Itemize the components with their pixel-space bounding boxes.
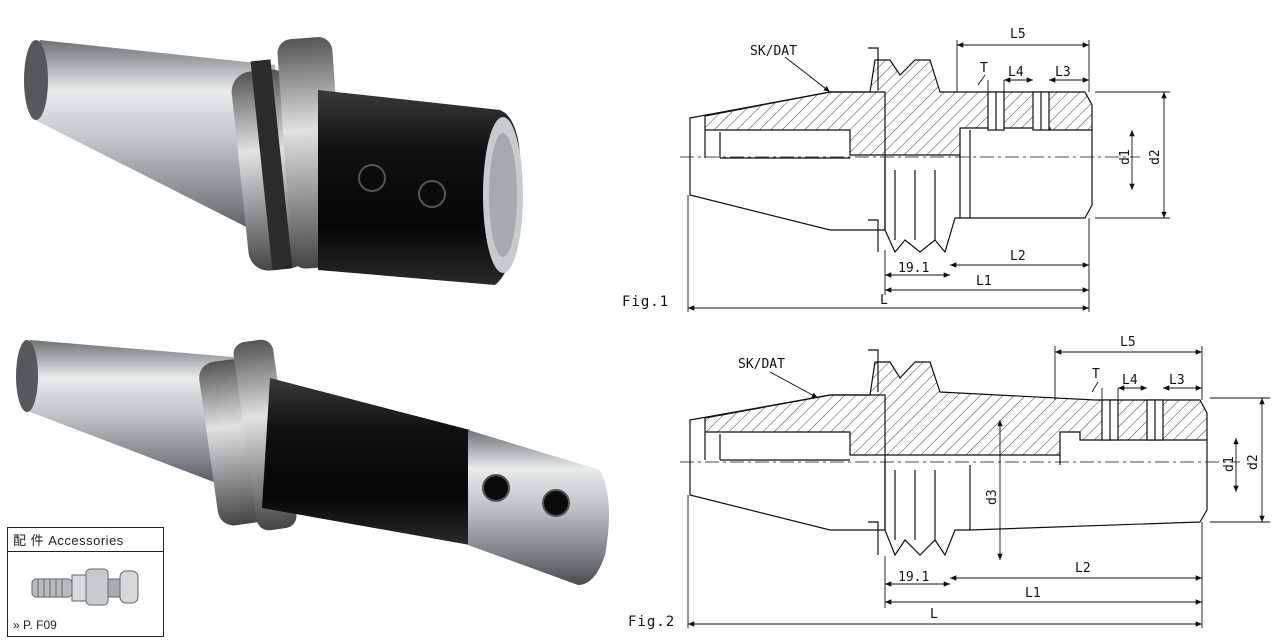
fig2-dim-L5: L5 bbox=[1120, 335, 1136, 350]
figure-2 bbox=[680, 349, 1240, 557]
fig1-dim-L2: L2 bbox=[1010, 249, 1026, 264]
accessories-box: 配 件 Accessories » P. F09 bbox=[7, 527, 164, 637]
figure-1 bbox=[680, 47, 1140, 254]
fig1-dim-L3: L3 bbox=[1055, 65, 1071, 80]
accessories-ref: » P. F09 bbox=[13, 618, 57, 632]
holder-fig2-icon bbox=[16, 339, 609, 585]
fig2-dim-d2: d2 bbox=[1246, 454, 1261, 470]
fig2-dim-L3: L3 bbox=[1169, 373, 1185, 388]
fig2-taper-label: SK/DAT bbox=[738, 357, 785, 372]
fig1-dim-T: T bbox=[980, 61, 988, 76]
fig1-taper-label: SK/DAT bbox=[750, 44, 797, 59]
fig1-dim-L5: L5 bbox=[1010, 27, 1026, 42]
fig1-label: Fig.1 bbox=[622, 294, 670, 310]
fig2-dim-L2: L2 bbox=[1075, 561, 1091, 576]
fig2-label: Fig.2 bbox=[628, 614, 676, 630]
fig1-dim-L4: L4 bbox=[1008, 65, 1024, 80]
holder-fig1-icon bbox=[24, 37, 523, 285]
accessories-title: 配 件 Accessories bbox=[8, 528, 163, 552]
product-photos bbox=[16, 37, 609, 585]
pull-stud-icon bbox=[31, 568, 139, 606]
fig2-dim-d1: d1 bbox=[1222, 456, 1237, 472]
fig2-dim-L1: L1 bbox=[1025, 586, 1041, 601]
fig2-dim-L: L bbox=[930, 607, 938, 622]
fig1-dim-L: L bbox=[880, 293, 888, 308]
fig1-dim-d2: d2 bbox=[1148, 149, 1163, 165]
fig1-dim-flange: 19.1 bbox=[898, 261, 929, 276]
technical-drawings: SK/DAT L5 T L4 L3 d1 d2 L2 19.1 L1 L bbox=[680, 27, 1270, 628]
fig1-dim-L1: L1 bbox=[976, 274, 992, 289]
fig2-dim-T: T bbox=[1092, 367, 1100, 382]
fig2-dim-L4: L4 bbox=[1122, 373, 1138, 388]
fig1-dim-d1: d1 bbox=[1118, 149, 1133, 165]
fig2-dim-d3: d3 bbox=[985, 489, 1000, 505]
fig2-dim-flange: 19.1 bbox=[898, 570, 929, 585]
